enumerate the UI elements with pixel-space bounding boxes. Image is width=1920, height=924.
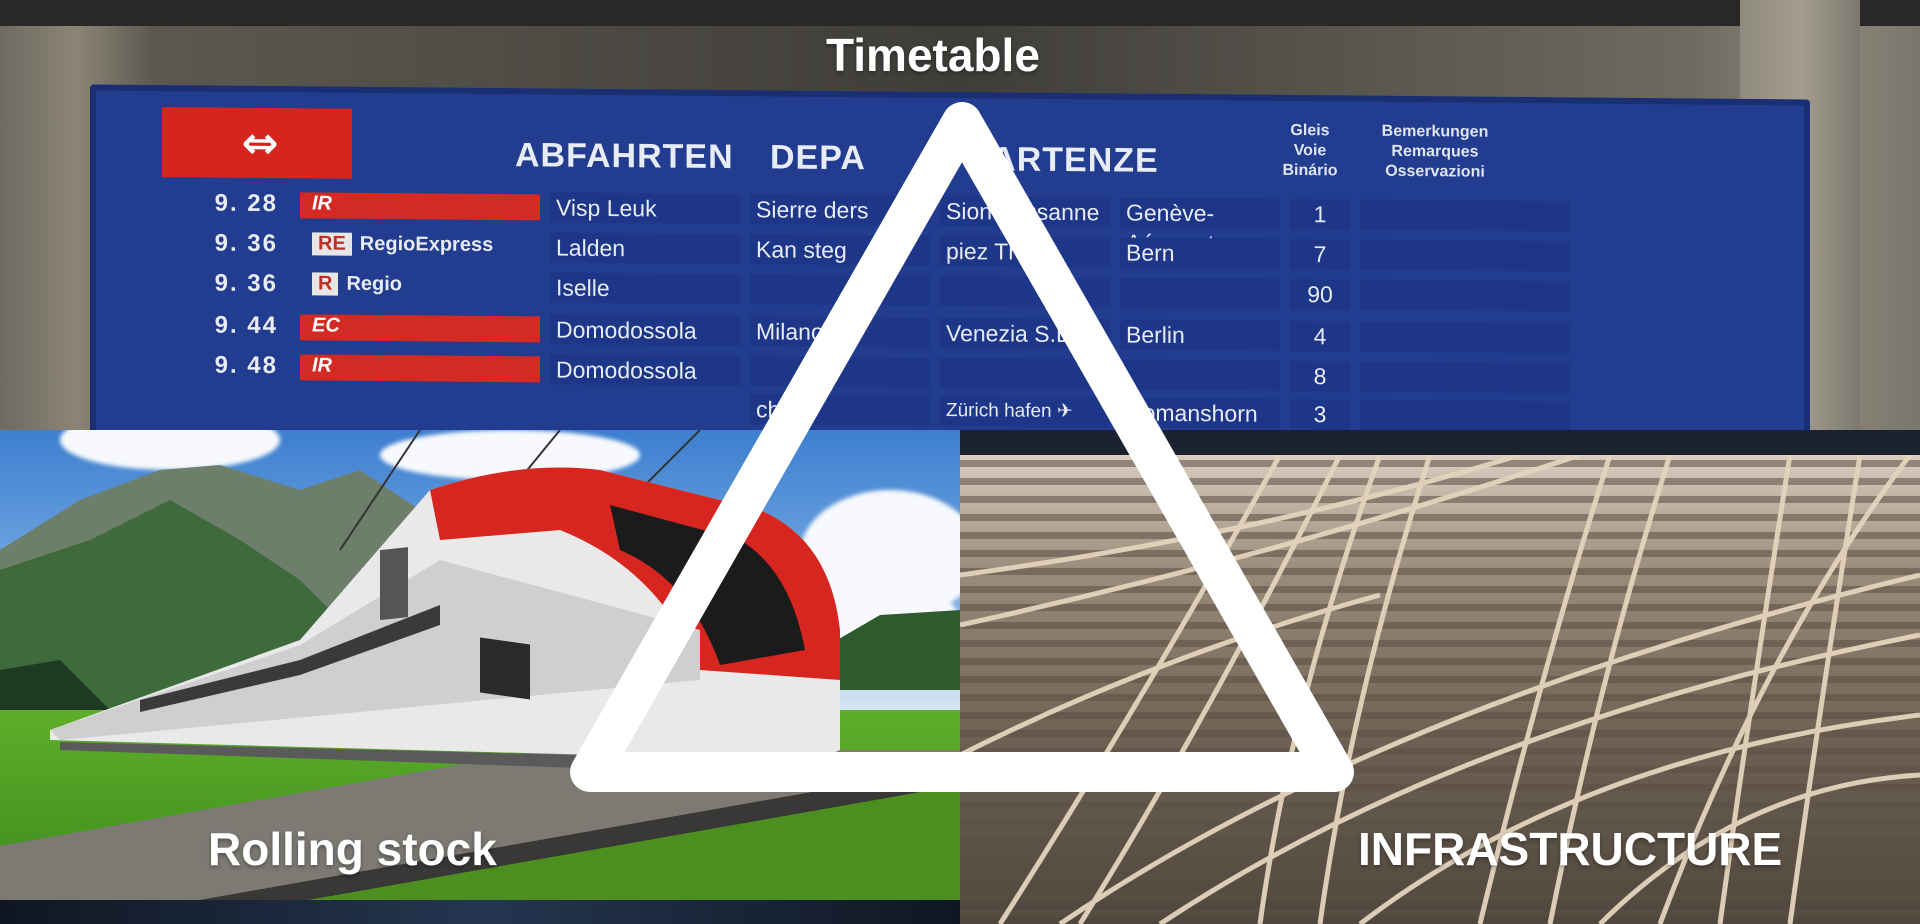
destination: Visp Leuk (550, 192, 740, 225)
platform-number: 4 (1290, 320, 1350, 352)
departure-time: 9. 36 (214, 269, 278, 298)
remarks-cell (1360, 199, 1570, 232)
destination: Milano C. (750, 316, 930, 348)
destination (750, 274, 930, 306)
departure-time: 9. 44 (214, 311, 278, 340)
platform-number: 8 (1290, 360, 1350, 392)
destination: Bern (1120, 237, 1280, 269)
departure-time: 9. 36 (214, 229, 278, 258)
train-category: EC (300, 314, 540, 343)
platform-number: 1 (1290, 198, 1350, 230)
category-name: Regio (346, 272, 403, 296)
platform-header: Gleis Voie Binário (1282, 121, 1338, 180)
destination (750, 356, 930, 388)
departure-time: 9. 28 (214, 189, 278, 218)
destination: Lalden (550, 232, 740, 265)
destination: Iselle (550, 272, 740, 305)
platform-number: 7 (1290, 238, 1350, 270)
destination: ch HB (750, 394, 930, 426)
remarks-cell (1360, 361, 1570, 394)
destination: Genève-Aéroport (1120, 197, 1280, 256)
label-infrastructure: INFRASTRUCTURE (1358, 823, 1783, 875)
board-header-it: PARTENZE (970, 140, 1159, 180)
category-name: RegioExpress (359, 232, 494, 257)
remarks-cell (1360, 279, 1570, 312)
platform-number: 3 (1290, 398, 1350, 430)
board-header-de: ABFAHRTEN (515, 136, 734, 177)
destination: Zürich hafen ✈ (940, 395, 1110, 428)
destination: Domodossola (550, 354, 740, 387)
board-header-fr: DEPA (770, 138, 866, 178)
sbb-arrows-icon: ⇔ (241, 117, 273, 169)
remarks-cell (1360, 321, 1570, 354)
sbb-logo: ⇔ (162, 107, 352, 179)
remarks-header: Bemerkungen Remarques Osservazioni (1381, 122, 1489, 181)
departure-time: 9. 48 (214, 351, 278, 380)
category-tag: R (312, 272, 339, 296)
destination: Sierre ders (750, 194, 930, 226)
train-category: IR (300, 354, 540, 383)
destination (940, 275, 1110, 308)
destination (1120, 359, 1280, 391)
bottom-dark-strip (0, 900, 960, 924)
label-rolling-stock: Rolling stock (208, 823, 497, 875)
destination: Kan steg (750, 234, 930, 266)
destination: Romanshorn (1120, 397, 1280, 429)
label-timetable: Timetable (826, 29, 1040, 81)
destination: Berlin (1120, 319, 1280, 351)
platform-number: 90 (1290, 278, 1350, 310)
destination: Sion Lausanne (940, 195, 1110, 228)
remarks-cell (1360, 239, 1570, 272)
train-category: RE RegioExpress (300, 232, 540, 260)
departure-board: ⇔ ABFAHRTEN DEPA PARTENZE Gleis Voie Bin… (90, 84, 1810, 430)
destination: Domodossola (550, 314, 740, 347)
train-category: IR (300, 192, 540, 221)
ceiling-beam (0, 0, 1920, 26)
destination: Venezia S.L. (940, 317, 1110, 350)
train-category: R Regio (300, 272, 540, 300)
remarks-cell (1360, 399, 1570, 430)
category-tag: RE (312, 232, 352, 256)
destination (940, 357, 1110, 390)
destination (1120, 277, 1280, 309)
destination: piez Thun (940, 235, 1110, 268)
